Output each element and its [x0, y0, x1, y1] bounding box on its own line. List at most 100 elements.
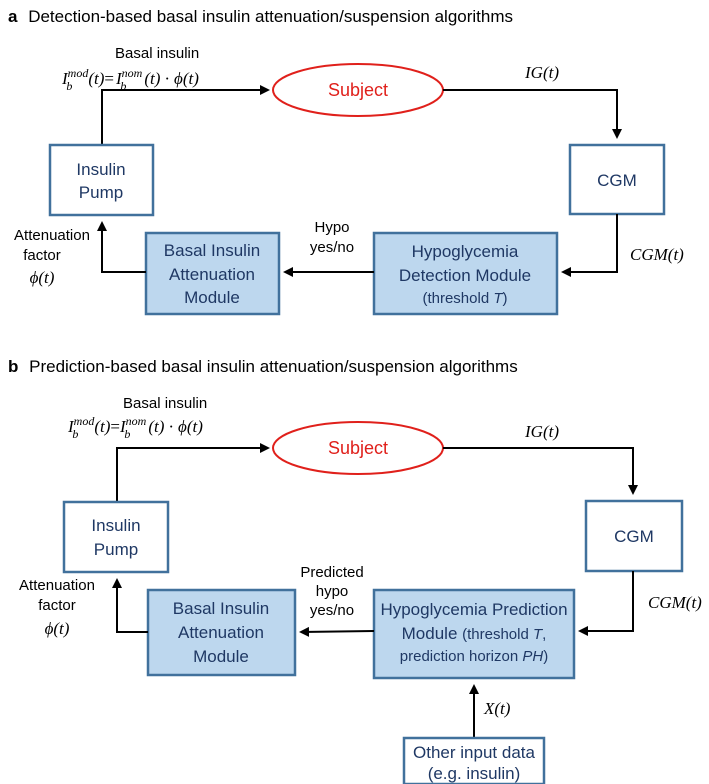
panel-a-basal-line1: Basal Insulin	[164, 241, 260, 260]
panel-a-basal-line2: Attenuation	[169, 265, 255, 284]
formula-b-eq: =	[110, 417, 120, 436]
panel-b-title-row: b Prediction-based basal insulin attenua…	[8, 357, 518, 376]
predict-module-word: Module	[402, 624, 462, 643]
formula-rhs-arg: (t)	[144, 69, 160, 88]
panel-b-cgm-box: CGM	[584, 499, 684, 573]
panel-b-cgm-label: CGM	[614, 527, 654, 546]
panel-b-prediction-module-box: Hypoglycemia Prediction Module (threshol…	[372, 588, 576, 680]
formula-b-lhs-base: I	[67, 417, 75, 436]
panel-b-pump-to-subject-arrow	[116, 443, 270, 502]
panel-b-attenuation-line2: factor	[38, 597, 76, 614]
panel-a-cgm-label: CGM	[597, 171, 637, 190]
panel-a-pump-to-subject-arrow	[101, 85, 270, 145]
formula-lhs-base: I	[61, 69, 69, 88]
panel-a-letter: a	[8, 7, 18, 26]
panel-a-detect-line3: (threshold T)	[422, 290, 507, 307]
panel-a-attenuation-phi: ϕ(t)	[30, 268, 55, 287]
predict-threshold-prefix: (threshold	[462, 626, 533, 643]
panel-a-detect-line2: Detection Module	[399, 266, 531, 285]
panel-a-basal-label: Basal insulin	[115, 45, 199, 62]
panel-a: a Detection-based basal insulin attenuat…	[8, 7, 684, 316]
panel-b-pred-line2: hypo	[316, 583, 349, 600]
formula-b-dot: ·	[168, 417, 174, 436]
formula-dot: ·	[164, 69, 170, 88]
panel-b-pump-line2: Pump	[94, 540, 138, 559]
panel-b-attenuation-line1: Attenuation	[19, 577, 95, 594]
panel-a-pump-line1: Insulin	[76, 160, 125, 179]
panel-a-pump-line2: Pump	[79, 183, 123, 202]
panel-b-x-label: X(t)	[483, 699, 511, 718]
formula-b-rhs-arg: (t)	[148, 417, 164, 436]
panel-b-cgm-to-prediction-arrow	[578, 571, 634, 636]
panel-b-subject-to-cgm-arrow	[443, 447, 638, 495]
panel-b-other-line2: (e.g. insulin)	[428, 764, 521, 783]
formula-lhs-arg: (t)	[88, 69, 104, 88]
panel-a-hypo-line2: yes/no	[310, 239, 354, 256]
formula-b-lhs-sup: mod	[74, 414, 96, 428]
formula-phi: ϕ(t)	[174, 69, 199, 88]
panel-a-detect-line1: Hypoglycemia	[412, 242, 519, 261]
panel-a-subject-to-cgm-arrow	[443, 89, 622, 139]
detect-threshold-T: T	[493, 290, 504, 307]
panel-a-hypo-line1: Hypo	[314, 219, 349, 236]
panel-b-subject-label: Subject	[328, 438, 388, 458]
panel-b-basal-to-pump-arrow	[112, 578, 148, 633]
formula-b-rhs-base: I	[119, 417, 127, 436]
formula-lhs-sub: b	[66, 79, 72, 93]
panel-a-detection-module-box: Hypoglycemia Detection Module (threshold…	[372, 231, 559, 316]
panel-b-predict-line2: Module (threshold T,	[402, 624, 547, 643]
panel-b-attenuation-phi: ϕ(t)	[45, 619, 70, 638]
panel-a-basal-module-box: Basal Insulin Attenuation Module	[144, 231, 281, 316]
panel-b-letter: b	[8, 357, 18, 376]
panel-a-title: Detection-based basal insulin attenuatio…	[28, 7, 513, 26]
panel-b-basal-line2: Attenuation	[178, 623, 264, 642]
panel-a-cgm-to-detection-arrow	[561, 214, 618, 277]
panel-b-insulin-pump-box: Insulin Pump	[62, 500, 170, 574]
predict-threshold-comma: ,	[542, 626, 546, 643]
panel-a-ig-label: IG(t)	[524, 63, 559, 82]
panel-a-basal-to-pump-arrow	[97, 221, 146, 273]
panel-a-insulin-pump-box: Insulin Pump	[48, 143, 155, 217]
formula-rhs-base: I	[115, 69, 123, 88]
panel-b-basal-module-box: Basal Insulin Attenuation Module	[146, 588, 297, 677]
formula-lhs-sup: mod	[68, 66, 90, 80]
detect-threshold-suffix: )	[503, 290, 508, 307]
panel-a-attenuation-line2: factor	[23, 247, 61, 264]
panel-b-cgm-signal-label: CGM(t)	[648, 593, 702, 612]
panel-b-prediction-to-basal-arrow	[299, 626, 375, 637]
formula-b-lhs-arg: (t)	[94, 417, 110, 436]
panel-b-basal-label: Basal insulin	[123, 395, 207, 412]
formula-b-rhs-sup: nom	[126, 414, 147, 428]
panel-b-basal-line3: Module	[193, 647, 249, 666]
panel-a-attenuation-line1: Attenuation	[14, 227, 90, 244]
predict-horizon-PH: PH	[522, 648, 543, 665]
formula-rhs-sub: b	[120, 79, 126, 93]
formula-rhs-sup: nom	[122, 66, 143, 80]
formula-eq: =	[104, 69, 114, 88]
predict-horizon-suffix: )	[543, 648, 548, 665]
panel-b: b Prediction-based basal insulin attenua…	[8, 357, 702, 784]
panel-a-subject-label: Subject	[328, 80, 388, 100]
predict-threshold-T: T	[533, 626, 544, 643]
panel-b-title: Prediction-based basal insulin attenuati…	[29, 357, 518, 376]
panel-b-pred-line3: yes/no	[310, 602, 354, 619]
panel-b-other-input-box: Other input data (e.g. insulin)	[402, 736, 546, 784]
panel-b-ig-label: IG(t)	[524, 422, 559, 441]
predict-horizon-prefix: prediction horizon	[400, 648, 523, 665]
panel-b-other-line1: Other input data	[413, 743, 535, 762]
panel-b-pred-line1: Predicted	[300, 564, 363, 581]
detect-threshold-prefix: (threshold	[422, 290, 493, 307]
panel-a-title-row: a Detection-based basal insulin attenuat…	[8, 7, 513, 26]
panel-a-cgm-signal-label: CGM(t)	[630, 245, 684, 264]
panel-a-basal-line3: Module	[184, 288, 240, 307]
panel-b-pump-line1: Insulin	[91, 516, 140, 535]
panel-b-predict-line3: prediction horizon PH)	[400, 648, 548, 665]
panel-a-cgm-box: CGM	[568, 143, 666, 216]
formula-b-rhs-sub: b	[124, 427, 130, 441]
panel-b-predict-line1: Hypoglycemia Prediction	[380, 600, 567, 619]
formula-b-lhs-sub: b	[72, 427, 78, 441]
panel-b-basal-line1: Basal Insulin	[173, 599, 269, 618]
formula-b-phi: ϕ(t)	[178, 417, 203, 436]
